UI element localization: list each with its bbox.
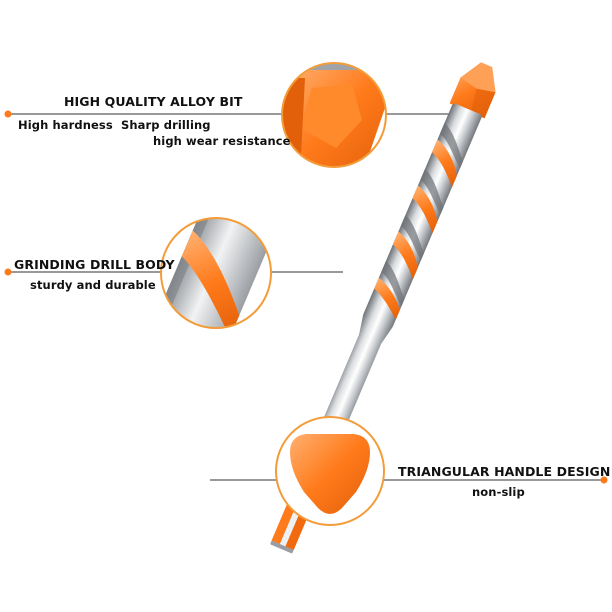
alloy-bit-title: HIGH QUALITY ALLOY BIT (64, 94, 243, 109)
dot-handle (600, 476, 608, 484)
alloy-bit-feature-3: high wear resistance (153, 134, 291, 148)
zoom-circle-drill-body (160, 217, 272, 329)
flute-grooves (381, 122, 464, 307)
connector-lines (8, 113, 604, 481)
carbide-tip (449, 62, 496, 119)
alloy-bit-feature-1: High hardness (18, 118, 113, 132)
orange-flutes (374, 139, 457, 320)
dot-alloy (4, 110, 12, 118)
dot-body (4, 268, 12, 276)
drill-body-feature-1: sturdy and durable (30, 278, 156, 292)
handle-title: TRIANGULAR HANDLE DESIGN (398, 464, 611, 479)
handle-feature-1: non-slip (472, 485, 525, 499)
alloy-bit-feature-2: Sharp drilling (121, 118, 211, 132)
drill-body-title: GRINDING DRILL BODY (14, 257, 175, 272)
handle-cap (270, 540, 294, 554)
triangle-handle-section (290, 434, 370, 514)
connector-dots (4, 110, 608, 484)
zoom-circle-alloy-bit (281, 62, 387, 168)
zoom-circle-handle (275, 416, 385, 526)
